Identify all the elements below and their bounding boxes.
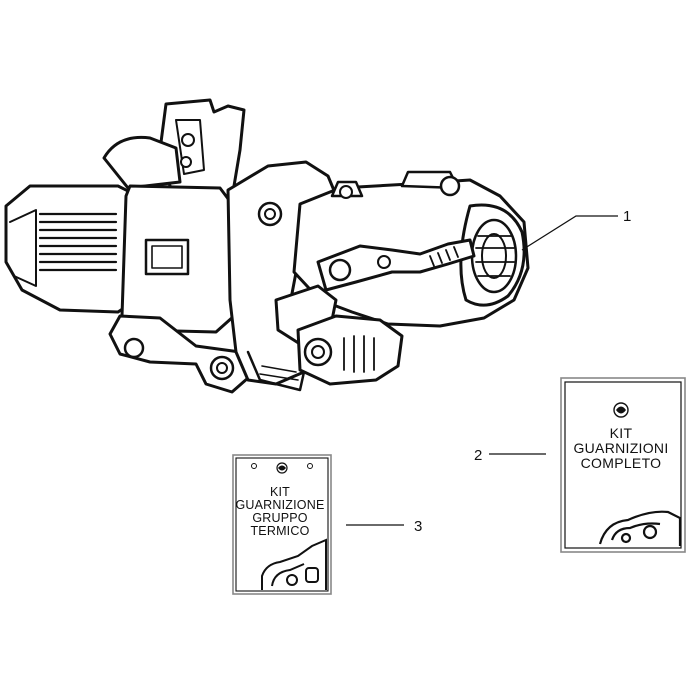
kit-thermal-line-2: GUARNIZIONE: [235, 498, 324, 512]
kit-thermal-card[interactable]: KIT GUARNIZIONE GRUPPO TERMICO: [232, 454, 332, 595]
mount-hole-left: [251, 463, 257, 469]
callout-1[interactable]: 1: [521, 208, 631, 251]
kit-thermal-line-1: KIT: [270, 485, 290, 499]
cylinder-head: [4, 184, 140, 314]
callout-number-2: 2: [474, 447, 482, 464]
intake-pipe: [102, 135, 182, 190]
callout-number-3: 3: [414, 518, 422, 535]
kick-start-lever: [316, 238, 476, 292]
lower-housing: [296, 314, 404, 386]
kit-thermal-frame: [232, 454, 332, 595]
kit-thermal-line-4: TERMICO: [250, 524, 309, 538]
kit-complete-line-1: KIT: [610, 425, 633, 441]
kit-complete-line-2: GUARNIZIONI: [573, 440, 668, 456]
cooling-fins: [38, 212, 118, 272]
kit-complete-card[interactable]: KIT GUARNIZIONI COMPLETO: [560, 377, 686, 553]
engine-assembly[interactable]: [4, 98, 530, 394]
callout-2[interactable]: 2: [474, 447, 546, 464]
piaggio-logo-icon: [276, 462, 288, 474]
kit-thermal-line-3: GRUPPO: [252, 511, 307, 525]
piaggio-logo-icon: [613, 402, 629, 418]
mount-hole-right: [307, 463, 313, 469]
callout-3[interactable]: 3: [346, 518, 422, 535]
callout-number-1: 1: [623, 208, 631, 225]
gasket-illustration: [261, 538, 327, 590]
gasket-illustration: [598, 510, 682, 546]
kit-complete-line-3: COMPLETO: [581, 455, 662, 471]
leader-line-1: [521, 215, 618, 251]
